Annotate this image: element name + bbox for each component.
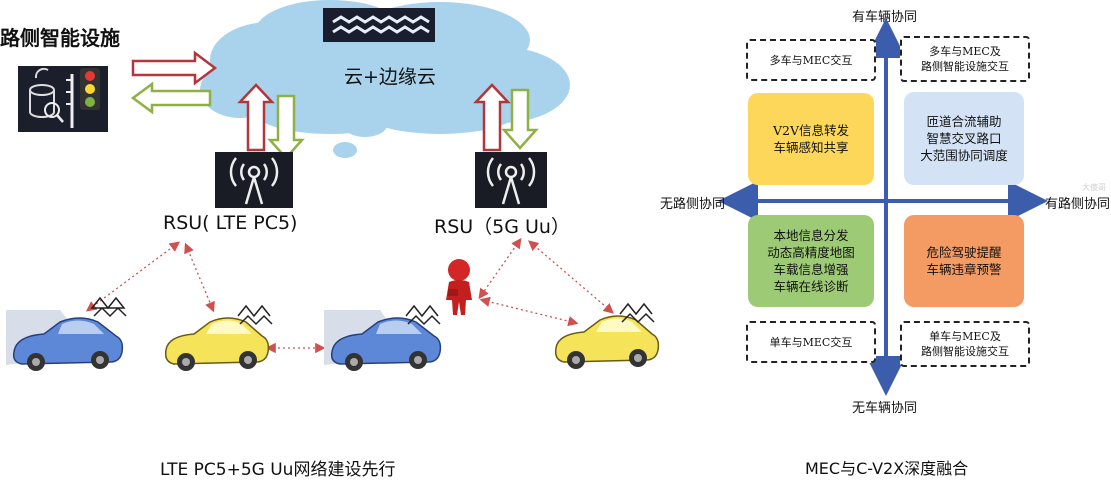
box-multi-vehicle-mec-roadside: 多车与MEC及 路侧智能设施交互 (900, 36, 1030, 82)
pedestrian-icon (446, 259, 472, 315)
quadrant-smart-intersection: 匝道合流辅助 智慧交叉路口 大范围协同调度 (904, 92, 1024, 185)
uplink-arrow (131, 50, 218, 86)
rsu2-uplink-arrow (473, 83, 511, 152)
quadrant-v2v: V2V信息转发 车辆感知共享 (748, 93, 874, 185)
rsu2-downlink-arrow (501, 88, 539, 150)
box-multi-vehicle-mec: 多车与MEC交互 (746, 39, 876, 81)
downlink-arrow (130, 81, 212, 115)
cloud-label: 云+边缘云 (344, 66, 436, 88)
rsu-antenna-icon (215, 152, 293, 208)
left-caption: LTE PC5+5G Uu网络建设先行 (160, 460, 396, 480)
roadside-infrastructure-icon (18, 66, 108, 132)
car-icon (164, 304, 273, 371)
roadside-facility-label: 路侧智能设施 (0, 26, 120, 50)
network-diagram (6, 0, 660, 371)
axis-bottom-label: 无车辆协同 (852, 401, 918, 416)
car-icon (6, 296, 127, 371)
server-rack-icon (323, 8, 435, 42)
axis-top-label: 有车辆协同 (852, 10, 918, 25)
v2x-links (85, 237, 614, 354)
right-caption: MEC与C-V2X深度融合 (805, 459, 969, 478)
rsu-antenna-icon (475, 152, 547, 208)
quadrant-danger-warning: 危险驾驶提醒 车辆违章预警 (904, 215, 1024, 307)
quadrant-local-info: 本地信息分发 动态高精度地图 车载信息增强 车辆在线诊断 (748, 215, 874, 307)
car-icon (554, 302, 660, 369)
watermark: 大傻哥 (1082, 183, 1106, 192)
box-single-vehicle-mec-roadside: 单车与MEC及 路侧智能设施交互 (900, 321, 1030, 367)
rsu-5g-label: RSU（5G Uu） (434, 216, 570, 238)
axis-left-label: 无路侧协同 (660, 197, 726, 212)
quadrant-axes (718, 18, 1048, 396)
rsu1-uplink-arrow (237, 83, 275, 152)
car-icon (324, 304, 442, 371)
rsu-pc5-label: RSU( LTE PC5) (163, 212, 298, 234)
box-single-vehicle-mec: 单车与MEC交互 (746, 321, 876, 363)
rsu1-downlink-arrow (267, 94, 305, 160)
axis-right-label: 有路侧协同 (1045, 197, 1111, 212)
